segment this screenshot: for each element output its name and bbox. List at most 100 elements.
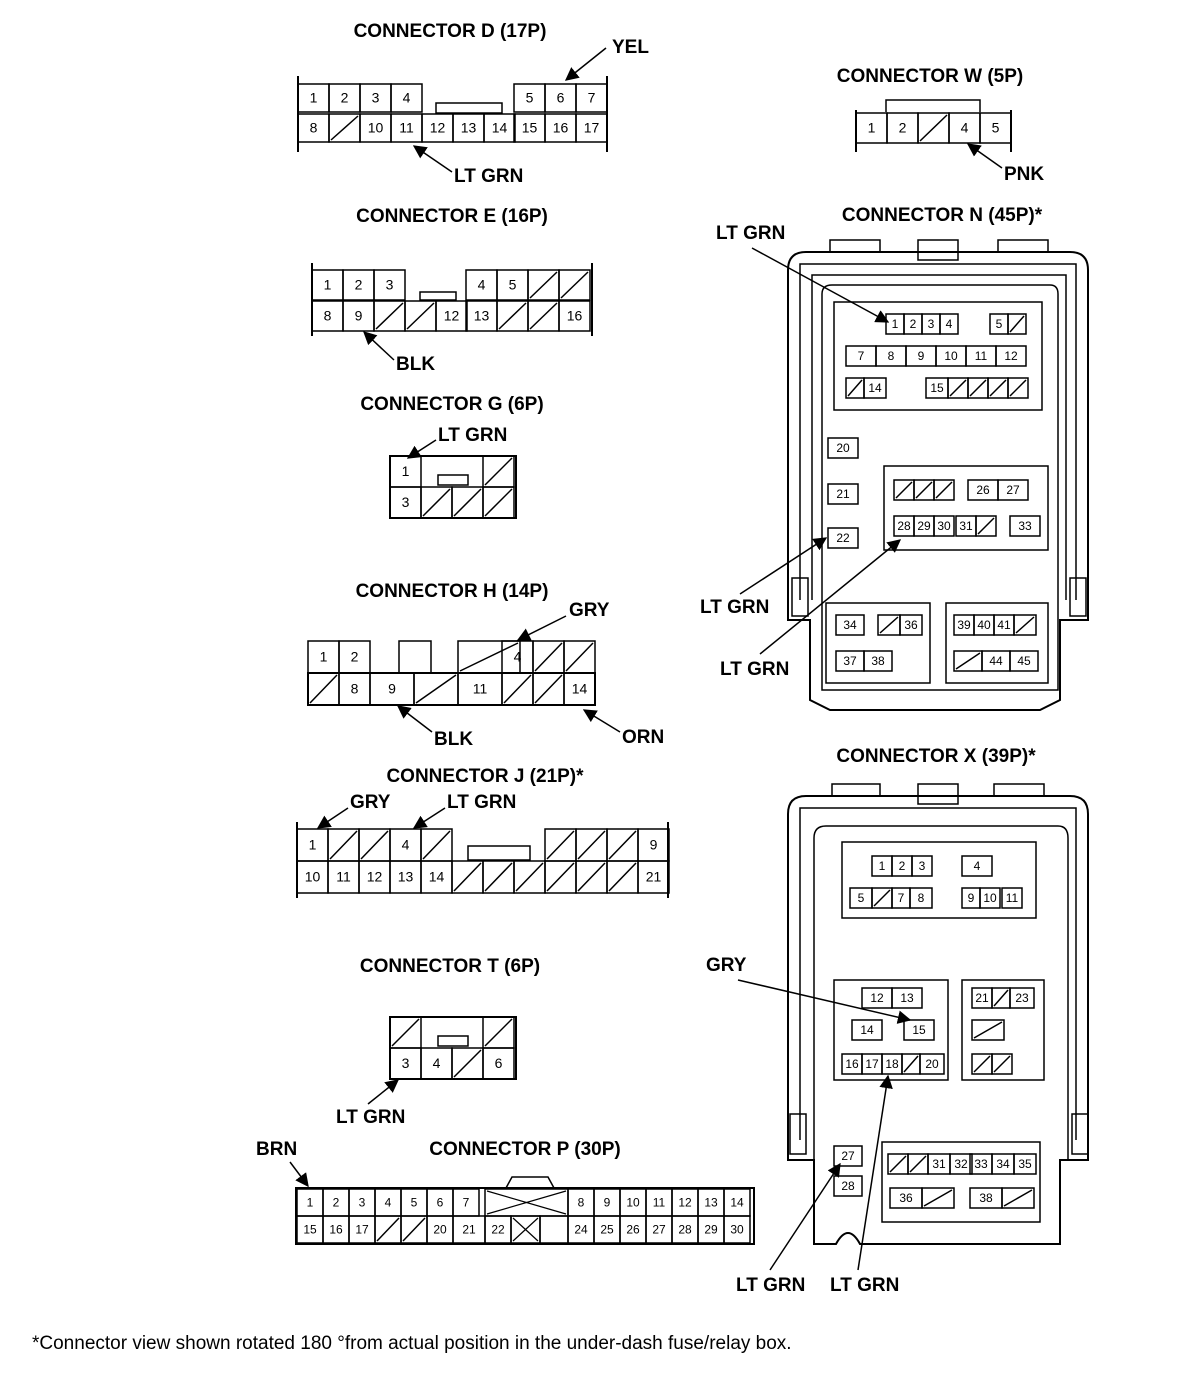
pin-number: 38 xyxy=(979,1191,993,1205)
pin-number: 1 xyxy=(879,859,886,873)
pin-number: 5 xyxy=(992,120,1000,136)
pin-number: 10 xyxy=(305,869,321,885)
pin-number: 32 xyxy=(954,1157,968,1171)
wire-arrow xyxy=(759,539,902,655)
wire-color-label: GRY xyxy=(706,955,747,976)
connector-p-title: CONNECTOR P (30P) xyxy=(429,1139,620,1160)
pin-cell xyxy=(833,1175,863,1197)
empty-cavity-slash xyxy=(895,481,913,499)
pin-number: 34 xyxy=(843,618,857,632)
pin-number: 5 xyxy=(996,317,1003,331)
wire-color-label: GRY xyxy=(350,792,391,813)
pin-number: 5 xyxy=(858,891,865,905)
wire-arrow xyxy=(367,1079,400,1105)
wire-arrow xyxy=(396,705,433,733)
empty-cavity xyxy=(971,1019,1005,1041)
pin-number: 15 xyxy=(912,1023,926,1037)
empty-cavity-slash xyxy=(484,1018,513,1047)
empty-cavity-slash xyxy=(560,271,589,299)
connector-t-latch xyxy=(437,1035,469,1047)
pin-number: 12 xyxy=(1004,349,1018,363)
pin-number: 40 xyxy=(977,618,991,632)
pin-number: 8 xyxy=(888,349,895,363)
pin-number: 9 xyxy=(968,891,975,905)
empty-cavity-slash xyxy=(329,830,358,860)
pin-number: 8 xyxy=(351,681,359,697)
pin-cell xyxy=(1009,987,1035,1009)
pin-number: 12 xyxy=(678,1196,692,1210)
pin-number: 7 xyxy=(463,1196,470,1210)
pin-number: 9 xyxy=(604,1196,611,1210)
connector-x-block-bottom xyxy=(881,1141,1041,1223)
wire-color-label: LT GRN xyxy=(454,166,523,187)
pin-number: 44 xyxy=(989,654,1003,668)
empty-cavity-slash xyxy=(453,488,482,517)
pin-number: 13 xyxy=(398,869,414,885)
empty-cavity-slash xyxy=(1003,1189,1033,1207)
connector-n-lock xyxy=(791,577,809,617)
empty-cavity-slash xyxy=(993,989,1009,1007)
pin-cell xyxy=(575,83,608,113)
empty-cavity-slash xyxy=(1009,315,1025,333)
pin-number: 4 xyxy=(946,317,953,331)
pin-number: 9 xyxy=(650,837,658,853)
connector-n-inner xyxy=(799,263,1077,600)
pin-number: 8 xyxy=(578,1196,585,1210)
wire-color-label: LT GRN xyxy=(447,792,516,813)
wire-arrow xyxy=(582,709,621,733)
pin-cell xyxy=(483,113,516,143)
pin-number: 37 xyxy=(843,654,857,668)
pin-number: 28 xyxy=(897,519,911,533)
wire-arrow xyxy=(363,331,395,361)
pin-number: 2 xyxy=(333,1196,340,1210)
pin-cell xyxy=(979,112,1012,144)
pin-number: 11 xyxy=(336,869,351,885)
wire-color-label: LT GRN xyxy=(720,659,789,680)
pin-cell xyxy=(851,1019,883,1041)
wire-arrow xyxy=(769,1162,841,1271)
pin-number: 1 xyxy=(310,90,318,106)
pin-cell xyxy=(575,113,608,143)
pin-number: 2 xyxy=(899,859,906,873)
empty-cavity-slash xyxy=(375,302,404,330)
empty-cavity-slash xyxy=(889,1155,907,1173)
empty-cavity-slash xyxy=(1009,379,1027,397)
empty-cavity xyxy=(921,1187,955,1209)
pin-number: 34 xyxy=(996,1157,1010,1171)
connector-n-housing xyxy=(787,251,1089,711)
pin-number: 3 xyxy=(386,277,394,293)
pin-number: 15 xyxy=(303,1223,317,1237)
pin-cell xyxy=(827,527,859,549)
pin-number: 3 xyxy=(402,1055,410,1071)
pin-cell xyxy=(903,1019,935,1041)
wire-arrow xyxy=(564,47,607,81)
pin-number: 12 xyxy=(367,869,383,885)
pin-number: 3 xyxy=(928,317,935,331)
pin-number: 7 xyxy=(588,90,596,106)
pin-number: 16 xyxy=(553,120,569,136)
empty-cavity-slash xyxy=(486,1190,567,1215)
empty-cavity xyxy=(1013,614,1037,636)
empty-cavity-slash xyxy=(915,481,933,499)
empty-cavity-slash xyxy=(909,1155,927,1173)
empty-cavity-slash xyxy=(453,862,482,892)
empty-cavity-slash xyxy=(989,379,1007,397)
pin-number: 22 xyxy=(836,531,850,545)
pin-number: 7 xyxy=(858,349,865,363)
pin-number: 25 xyxy=(600,1223,614,1237)
connector-x-face xyxy=(813,825,1069,1160)
empty-cavity-slash xyxy=(498,302,527,330)
connector-e-title: CONNECTOR E (16P) xyxy=(356,206,548,227)
pin-cell xyxy=(827,437,859,459)
pin-number: 3 xyxy=(372,90,380,106)
pin-cell xyxy=(1013,1153,1037,1175)
connector-d-latch xyxy=(435,102,503,114)
empty-cavity-slash xyxy=(484,457,513,486)
connector-n-title: CONNECTOR N (45P)* xyxy=(842,205,1043,226)
empty-cavity-slash xyxy=(529,302,558,330)
pin-number: 38 xyxy=(871,654,885,668)
pin-number: 10 xyxy=(983,891,997,905)
connector-n-lock xyxy=(1069,577,1087,617)
pin-number: 16 xyxy=(567,308,583,324)
connector-h-title: CONNECTOR H (14P) xyxy=(356,581,549,602)
